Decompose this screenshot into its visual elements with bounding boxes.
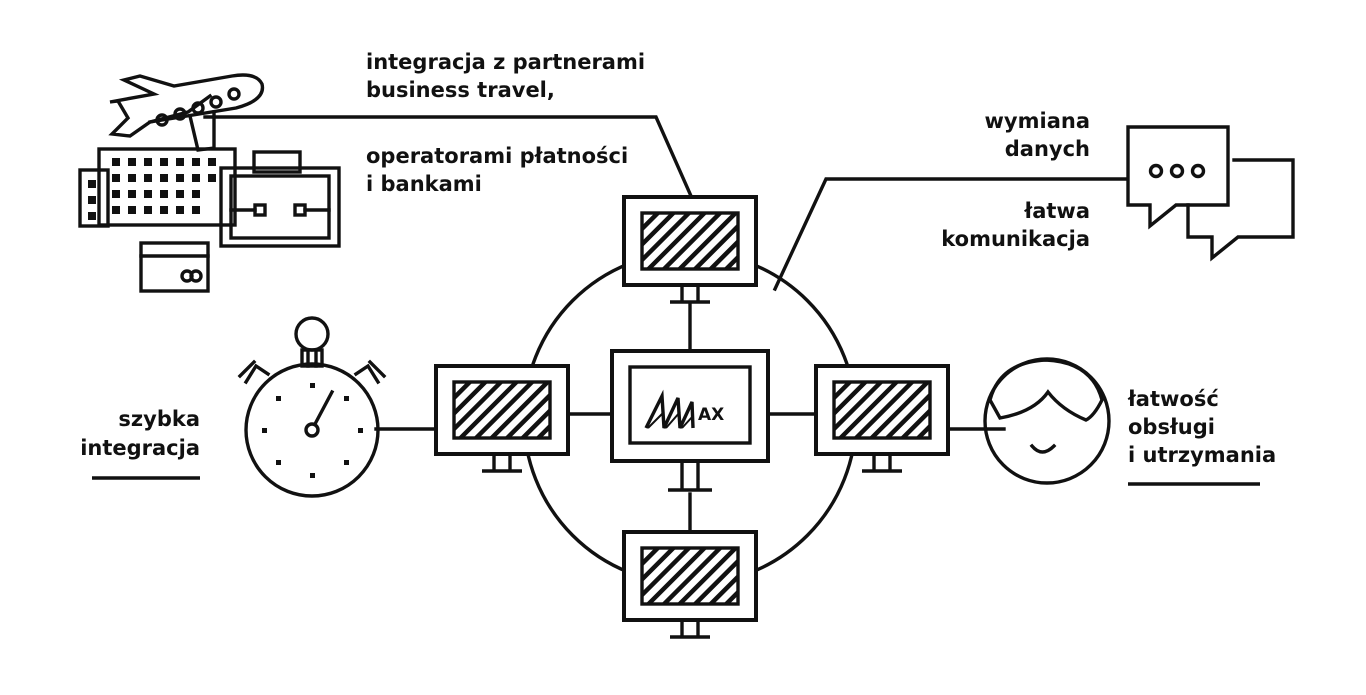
connector-lines [203,115,1129,536]
airplane-icon [108,73,265,152]
svg-text:komunikacja: komunikacja [941,227,1090,251]
svg-text:obsługi: obsługi [1128,415,1215,439]
monitor-icon [814,364,950,473]
central-monitor: AX [610,349,770,492]
credit-card-icon [139,241,210,293]
operators-label: operatorami płatności i bankami [366,144,628,196]
svg-text:wymiana: wymiana [985,109,1090,133]
briefcase-icon [219,150,341,248]
svg-text:łatwość: łatwość [1127,387,1219,411]
chat-bubbles-icon [1126,125,1295,262]
data-exchange-label: wymiana danych [985,109,1090,161]
svg-text:integracja z partnerami: integracja z partnerami [366,50,645,74]
max-logo-icon [644,389,695,429]
ease-of-use-label: łatwość obsługi i utrzymania [1127,387,1276,486]
office-building-icon [78,147,237,228]
stopwatch-icon [237,316,387,498]
svg-text:szybka: szybka [118,407,200,431]
svg-text:i utrzymania: i utrzymania [1128,443,1276,467]
svg-text:business travel,: business travel, [366,78,555,102]
person-face-icon [983,357,1111,485]
easy-communication-label: łatwa komunikacja [941,199,1090,251]
monitor-icon [434,364,570,473]
svg-text:łatwa: łatwa [1023,199,1090,223]
partners-label: integracja z partnerami business travel, [366,50,645,102]
monitor-icon [622,195,758,304]
monitor-icon [622,530,758,639]
svg-text:danych: danych [1005,137,1090,161]
logo-text: AX [698,405,724,425]
svg-text:integracja: integracja [80,436,200,460]
svg-text:i bankami: i bankami [366,172,482,196]
svg-text:operatorami płatności: operatorami płatności [366,144,628,168]
quick-integration-label: szybka integracja [80,407,200,480]
